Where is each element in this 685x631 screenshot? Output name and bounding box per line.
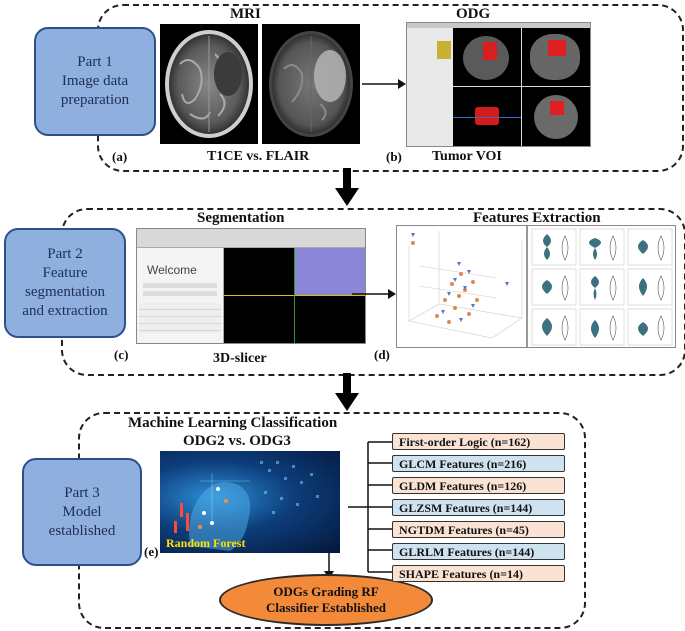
caption-e: (e) [144, 544, 159, 559]
feature-label: SHAPE Features (n=14) [399, 567, 523, 581]
feature-box-shape: SHAPE Features (n=14) [392, 565, 565, 582]
caption-odg: Tumor VOI [432, 149, 502, 164]
part2-label-line1: Part 2 [47, 246, 83, 262]
feature-label: GLDM Features (n=126) [399, 479, 527, 493]
part1-label-line2: Image data [61, 73, 129, 89]
odg-title: ODG [456, 6, 491, 22]
result-line1: ODGs Grading RF [273, 584, 379, 599]
random-forest-image: Random Forest [160, 451, 340, 553]
caption-b: (b) [386, 149, 402, 164]
random-forest-label: Random Forest [166, 536, 246, 550]
part3-label-box: Part 3 Model established [22, 458, 142, 566]
arrow-part1-to-part2 [335, 168, 359, 206]
features-bracket [348, 441, 392, 573]
feature-label: GLZSM Features (n=144) [399, 501, 533, 515]
part3-label-line3: established [48, 522, 116, 539]
features-extraction-image [396, 225, 676, 348]
result-ellipse: ODGs Grading RF Classifier Established [219, 574, 433, 626]
mri-title: MRI [230, 6, 261, 22]
arrow-mri-to-odg [362, 79, 406, 89]
caption-c: (c) [114, 347, 129, 362]
caption-d: (d) [374, 347, 390, 362]
features-extraction-title: Features Extraction [473, 210, 601, 226]
ml-title-line2: ODG2 vs. ODG3 [183, 433, 291, 449]
feature-box-ngtdm: NGTDM Features (n=45) [392, 521, 565, 538]
part2-label-box: Part 2 Feature segmentation and extracti… [4, 228, 126, 338]
part1-label-box: Part 1 Image data preparation [34, 27, 156, 136]
arrow-part2-to-part3 [335, 373, 359, 411]
result-line2: Classifier Established [265, 600, 387, 615]
caption-slicer: 3D-slicer [213, 351, 267, 366]
feature-box-glrlm: GLRLM Features (n=144) [392, 543, 565, 560]
feature-box-gldm: GLDM Features (n=126) [392, 477, 565, 494]
part1-label-line1: Part 1 [77, 54, 113, 70]
arrow-slicer-to-features [352, 289, 396, 299]
feature-box-glzsm: GLZSM Features (n=144) [392, 499, 565, 516]
part2-label-line2: Feature [42, 265, 88, 281]
slicer-screenshot: Welcome [136, 228, 366, 344]
part3-label-line1: Part 3 [64, 484, 100, 501]
feature-label: NGTDM Features (n=45) [399, 523, 529, 537]
part2-label-line4: and extraction [22, 303, 108, 319]
welcome-text: Welcome [147, 263, 197, 277]
part3-label-line2: Model [62, 503, 102, 520]
odg-software-screenshot [406, 22, 591, 147]
part2-label-line3: segmentation [25, 284, 105, 300]
feature-label: GLRLM Features (n=144) [399, 545, 535, 559]
caption-a: (a) [112, 149, 128, 164]
feature-box-glcm: GLCM Features (n=216) [392, 455, 565, 472]
t1ce-mri-image [160, 24, 258, 144]
caption-mri: T1CE vs. FLAIR [207, 149, 310, 164]
feature-label: First-order Logic (n=162) [399, 435, 531, 449]
flair-mri-image [262, 24, 360, 144]
feature-label: GLCM Features (n=216) [399, 457, 527, 471]
ml-title-line1: Machine Learning Classification [128, 415, 338, 431]
part1-label-line3: preparation [60, 92, 130, 108]
segmentation-title: Segmentation [197, 210, 285, 226]
feature-box-first-order: First-order Logic (n=162) [392, 433, 565, 450]
